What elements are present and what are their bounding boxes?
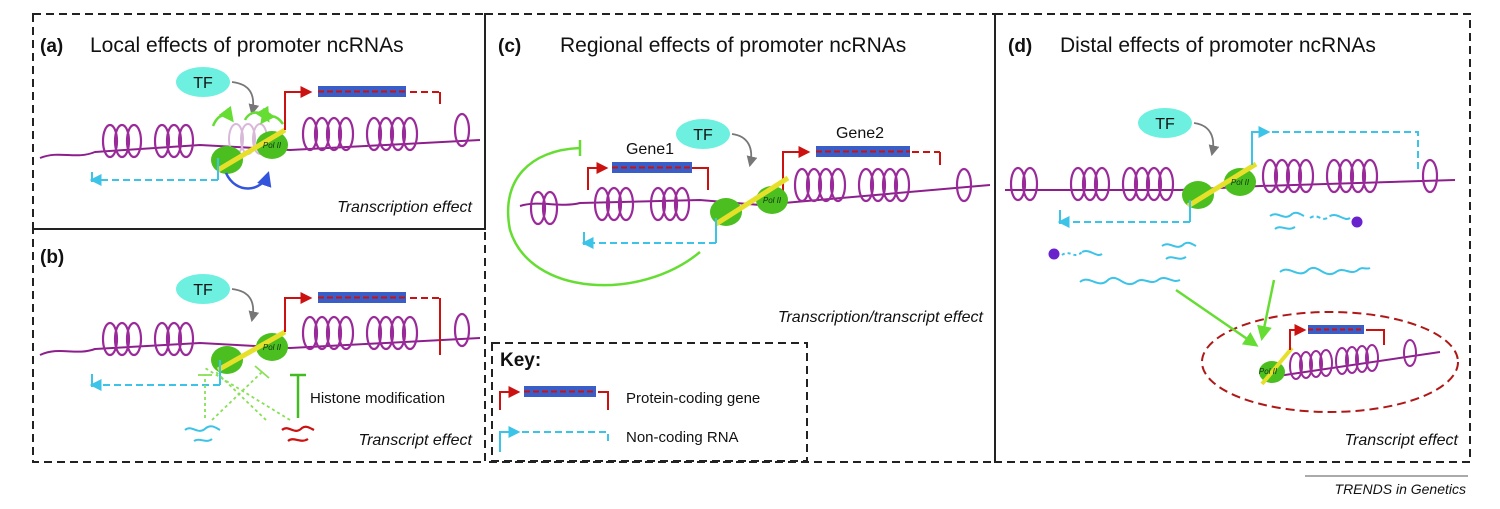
dna-strand bbox=[1277, 351, 1441, 377]
repression-loop bbox=[224, 171, 272, 190]
tf-icon: TF bbox=[176, 274, 230, 304]
dna-strand bbox=[519, 184, 991, 207]
dna-strand bbox=[39, 139, 481, 159]
panel-b: (b) TF Pol II bbox=[39, 247, 481, 449]
dna-strand bbox=[39, 337, 481, 356]
terminal-modification-icon bbox=[1048, 248, 1060, 260]
panel-b-label: (b) bbox=[40, 247, 64, 268]
terminal-modification-icon bbox=[1351, 216, 1363, 228]
panel-c-title: Regional effects of promoter ncRNAs bbox=[560, 34, 906, 57]
ncrna-arrow-icon bbox=[89, 158, 219, 186]
pol-ii-icon: Pol II bbox=[211, 127, 288, 174]
panel-c: (c) Regional effects of promoter ncRNAs … bbox=[498, 34, 991, 326]
distal-action-arrows bbox=[1175, 279, 1276, 347]
panel-a-label: (a) bbox=[40, 36, 63, 57]
pol-ii-icon: Pol II bbox=[211, 329, 288, 374]
ncrna-arrow-icon bbox=[1057, 126, 1419, 228]
activation-arrows bbox=[211, 105, 285, 127]
tf-icon: TF bbox=[1138, 108, 1192, 138]
nucleosome-icon bbox=[101, 112, 471, 159]
protein-coding-gene-icon bbox=[499, 386, 609, 410]
journal-brand: TRENDS in Genetics bbox=[1335, 481, 1466, 497]
gene1-arrow-icon bbox=[587, 162, 709, 190]
histone-mod-inhibition bbox=[290, 373, 306, 418]
tf-label: TF bbox=[1155, 116, 1175, 133]
panel-d: (d) Distal effects of promoter ncRNAs TF… bbox=[1005, 34, 1459, 449]
legend-protein-coding: Protein-coding gene bbox=[626, 390, 760, 407]
nucleosome-icon bbox=[1009, 158, 1439, 202]
panel-c-effect: Transcription/transcript effect bbox=[778, 309, 984, 326]
legend: Key: Protein-coding gene Non-coding RNA bbox=[499, 350, 760, 452]
panel-a-title: Local effects of promoter ncRNAs bbox=[90, 34, 404, 57]
inhibition-lines bbox=[198, 365, 291, 421]
panel-c-label: (c) bbox=[498, 36, 521, 57]
legend-noncoding: Non-coding RNA bbox=[626, 429, 739, 446]
panel-b-effect: Transcript effect bbox=[358, 432, 472, 449]
panel-borders bbox=[32, 13, 1471, 463]
nucleosome-icon bbox=[529, 167, 973, 226]
panel-a-effect: Transcription effect bbox=[337, 199, 472, 216]
tf-icon: TF bbox=[176, 67, 230, 97]
ncrna-arrow-icon bbox=[581, 218, 717, 249]
ncrna-arrow-icon bbox=[89, 360, 221, 391]
nucleosome-icon bbox=[1289, 339, 1417, 380]
histone-modification-label: Histone modification bbox=[310, 390, 445, 407]
svg-text:Pol II: Pol II bbox=[263, 141, 282, 150]
svg-text:Pol II: Pol II bbox=[263, 343, 282, 352]
ncrna-icon bbox=[1061, 211, 1371, 285]
panel-d-title: Distal effects of promoter ncRNAs bbox=[1060, 34, 1376, 57]
ncrna-icon bbox=[184, 425, 221, 442]
panel-d-label: (d) bbox=[1008, 36, 1032, 57]
svg-text:Pol II: Pol II bbox=[1231, 178, 1250, 187]
noncoding-rna-icon bbox=[499, 426, 609, 452]
mrna-icon bbox=[281, 425, 315, 442]
gene2-label: Gene2 bbox=[836, 125, 884, 142]
pol-ii-icon: Pol II bbox=[1182, 161, 1258, 209]
gene1-label: Gene1 bbox=[626, 141, 674, 158]
nucleosome-icon bbox=[101, 312, 471, 357]
tf-icon: TF bbox=[676, 119, 730, 149]
tf-label: TF bbox=[193, 75, 213, 92]
gene-arrow-icon bbox=[284, 292, 441, 355]
panel-a: (a) Local effects of promoter ncRNAs TF … bbox=[39, 34, 481, 216]
svg-text:Pol II: Pol II bbox=[763, 196, 782, 205]
panel-d-effect: Transcript effect bbox=[1344, 432, 1458, 449]
gene-arrow-icon bbox=[1289, 324, 1385, 350]
pol-ii-icon: Pol II bbox=[1259, 346, 1294, 386]
gene-arrow-icon bbox=[284, 86, 441, 130]
legend-title: Key: bbox=[500, 350, 541, 371]
regional-inhibition-loop bbox=[506, 146, 701, 287]
pol-ii-icon: Pol II bbox=[710, 175, 790, 227]
tf-label: TF bbox=[693, 127, 713, 144]
svg-text:Pol II: Pol II bbox=[1259, 367, 1278, 376]
target-locus-ellipse bbox=[1201, 311, 1459, 413]
tf-label: TF bbox=[193, 282, 213, 299]
